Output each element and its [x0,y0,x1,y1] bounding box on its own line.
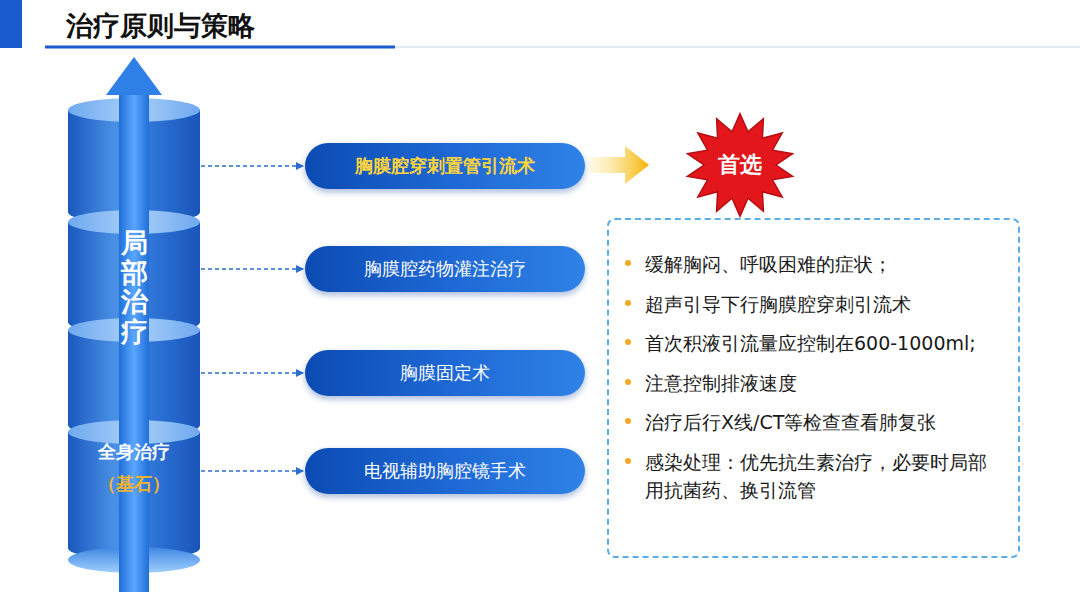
bullet-dot [625,418,631,424]
bullet-text: 缓解胸闷、呼吸困难的症状； [645,250,999,279]
bullet-row: 首次积液引流量应控制在600-1000ml; [625,329,1004,358]
systemic-therapy-band: 全身治疗 （基石） [68,432,200,548]
connector [201,470,303,472]
arrow-head [106,57,162,95]
bullet-text: 治疗后行X线/CT等检查查看肺复张 [645,408,999,437]
arrow-shaft [119,92,149,592]
title-rule [395,47,1080,48]
bullet-text: 感染处理：优先抗生素治疗，必要时局部用抗菌药、换引流管 [645,448,999,505]
bullet-row: 治疗后行X线/CT等检查查看肺复张 [625,408,1004,437]
bullet-row: 注意控制排液速度 [625,369,1004,398]
method-pill: 电视辅助胸腔镜手术 [305,448,585,494]
node-label: 胸膜腔药物灌注治疗 [364,257,526,281]
title-underline [45,46,395,49]
notes-box: 缓解胸闷、呼吸困难的症状； 超声引导下行胸膜腔穿刺引流术首次积液引流量应控制在60… [607,218,1020,558]
bullet-text: 首次积液引流量应控制在600-1000ml; [645,329,999,358]
bullet-dot [625,260,631,266]
connector [201,268,303,270]
bullet-dot [625,379,631,385]
starburst-fill [687,114,792,217]
bullet-text: 注意控制排液速度 [645,369,999,398]
method-pill: 胸膜腔穿刺置管引流术 [305,143,585,189]
bullet-dot [625,300,631,306]
node-label: 首选 [718,150,762,180]
cylinder-stack [68,57,200,592]
node-label: 局部治疗 [121,228,148,347]
connector [589,146,649,184]
bullet-dot [625,458,631,464]
bullet-text: 超声引导下行胸膜腔穿刺引流术 [645,290,999,319]
slide-title: 治疗原则与策略 [66,8,255,44]
local-therapy-band: 局部治疗 [68,110,200,425]
method-pill: 胸膜腔药物灌注治疗 [305,246,585,292]
bullet-row: 感染处理：优先抗生素治疗，必要时局部用抗菌药、换引流管 [625,448,1004,505]
node-label: 胸膜腔穿刺置管引流术 [355,154,535,178]
node-label: 全身治疗 [98,440,170,464]
connector [201,372,303,374]
bullet-dot [625,339,631,345]
node-label: （基石） [98,472,170,496]
bullet-row: 缓解胸闷、呼吸困难的症状； [625,250,1004,279]
method-pill: 胸膜固定术 [305,350,585,396]
node-label: 电视辅助胸腔镜手术 [364,459,526,483]
corner-bar [0,0,22,48]
starburst-badge: 首选 [685,111,795,219]
connector [201,165,303,167]
bullet-row: 超声引导下行胸膜腔穿刺引流术 [625,290,1004,319]
node-label: 胸膜固定术 [400,361,490,385]
